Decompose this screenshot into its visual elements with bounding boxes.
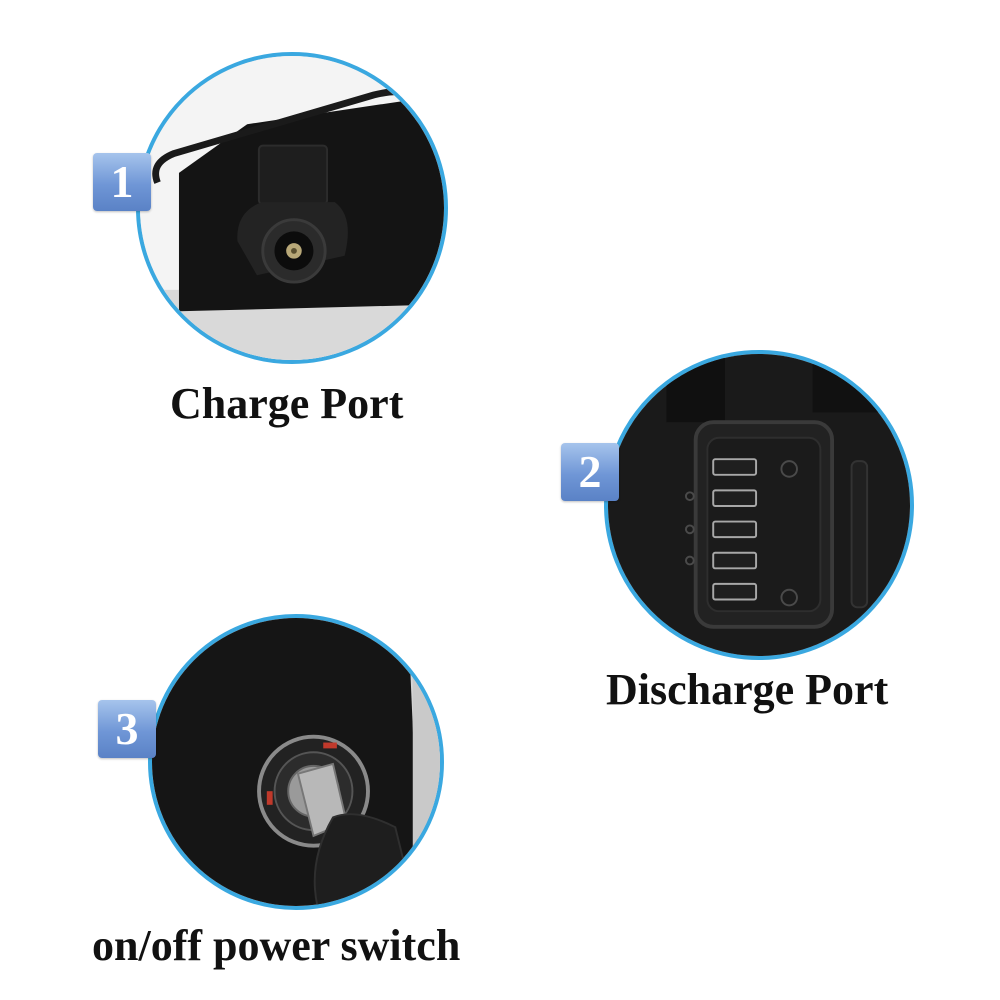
step-badge-1: 1 — [93, 153, 151, 211]
charge-port-photo — [136, 52, 448, 364]
charge-port-caption: Charge Port — [170, 379, 404, 428]
charge-port-illustration — [140, 56, 444, 360]
power-switch-photo — [148, 614, 444, 910]
discharge-port-illustration — [608, 354, 910, 656]
discharge-port-caption: Discharge Port — [606, 665, 889, 714]
power-switch-caption: on/off power switch — [92, 921, 461, 970]
power-switch-illustration — [152, 618, 440, 906]
step-badge-2: 2 — [561, 443, 619, 501]
discharge-port-photo — [604, 350, 914, 660]
step-badge-3: 3 — [98, 700, 156, 758]
